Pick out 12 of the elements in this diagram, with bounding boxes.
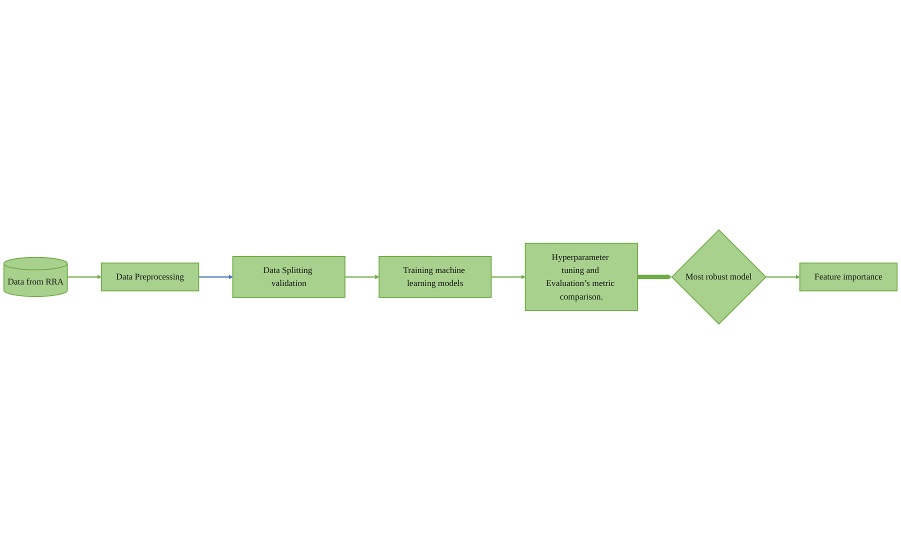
arrow xyxy=(198,274,233,280)
node-box: Data Preprocessing xyxy=(100,262,200,292)
node-box: Training machine learning models xyxy=(378,256,492,298)
arrow xyxy=(67,274,102,280)
node-box: Feature importance xyxy=(799,262,898,292)
node-box: Hyperparameter tuning and Evaluation’s metric comparison. xyxy=(524,242,638,312)
node-box: Data Splitting validation xyxy=(232,256,346,298)
arrow xyxy=(766,274,800,280)
arrow xyxy=(637,274,672,280)
node-diamond: Most robust model xyxy=(671,229,767,325)
arrow xyxy=(491,274,526,280)
arrow xyxy=(344,274,380,280)
